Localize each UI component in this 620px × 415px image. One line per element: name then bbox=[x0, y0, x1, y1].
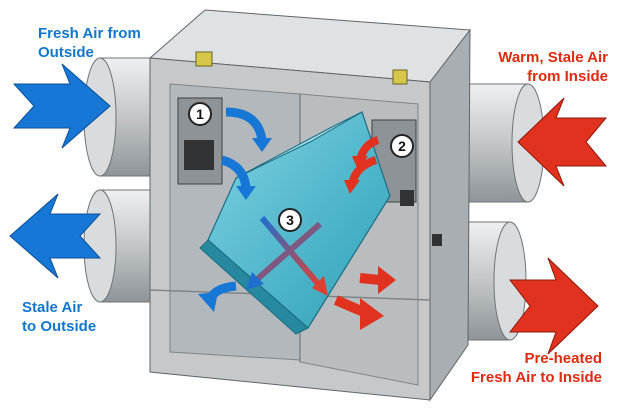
fresh-flow-arrow-1 bbox=[225, 107, 267, 141]
label-stale-air-line1: Stale Air bbox=[22, 299, 83, 316]
warm-air-inlet-arrow bbox=[517, 97, 608, 187]
label-warm-air: Warm, Stale Air from Inside bbox=[498, 48, 608, 86]
label-fresh-air-line1: Fresh Air from bbox=[38, 25, 141, 42]
fresh-flow-arrow-2 bbox=[220, 155, 251, 189]
marker-2: 2 bbox=[390, 134, 414, 158]
label-fresh-air: Fresh Air from Outside bbox=[38, 24, 141, 62]
fresh-air-inlet-arrow bbox=[12, 63, 111, 149]
marker-1-text: 1 bbox=[196, 106, 204, 122]
core-cross-arrows bbox=[246, 216, 328, 296]
marker-1: 1 bbox=[188, 102, 212, 126]
label-stale-air: Stale Air to Outside bbox=[22, 298, 96, 336]
label-preheated-air: Pre-heated Fresh Air to Inside bbox=[471, 349, 602, 387]
label-fresh-air-line2: Outside bbox=[38, 44, 94, 61]
preheated-flow-arrow-1 bbox=[359, 273, 381, 285]
stale-air-outlet-arrow bbox=[9, 193, 102, 279]
label-warm-air-line1: Warm, Stale Air bbox=[498, 49, 608, 66]
label-preheated-air-line1: Pre-heated bbox=[524, 350, 602, 367]
label-preheated-air-line2: Fresh Air to Inside bbox=[470, 369, 602, 386]
label-warm-air-line2: from Inside bbox=[527, 68, 608, 85]
marker-3: 3 bbox=[278, 208, 302, 232]
label-stale-air-line2: to Outside bbox=[22, 318, 97, 335]
preheated-air-outlet-arrow bbox=[508, 257, 599, 355]
marker-3-text: 3 bbox=[286, 212, 294, 228]
marker-2-text: 2 bbox=[398, 138, 406, 154]
